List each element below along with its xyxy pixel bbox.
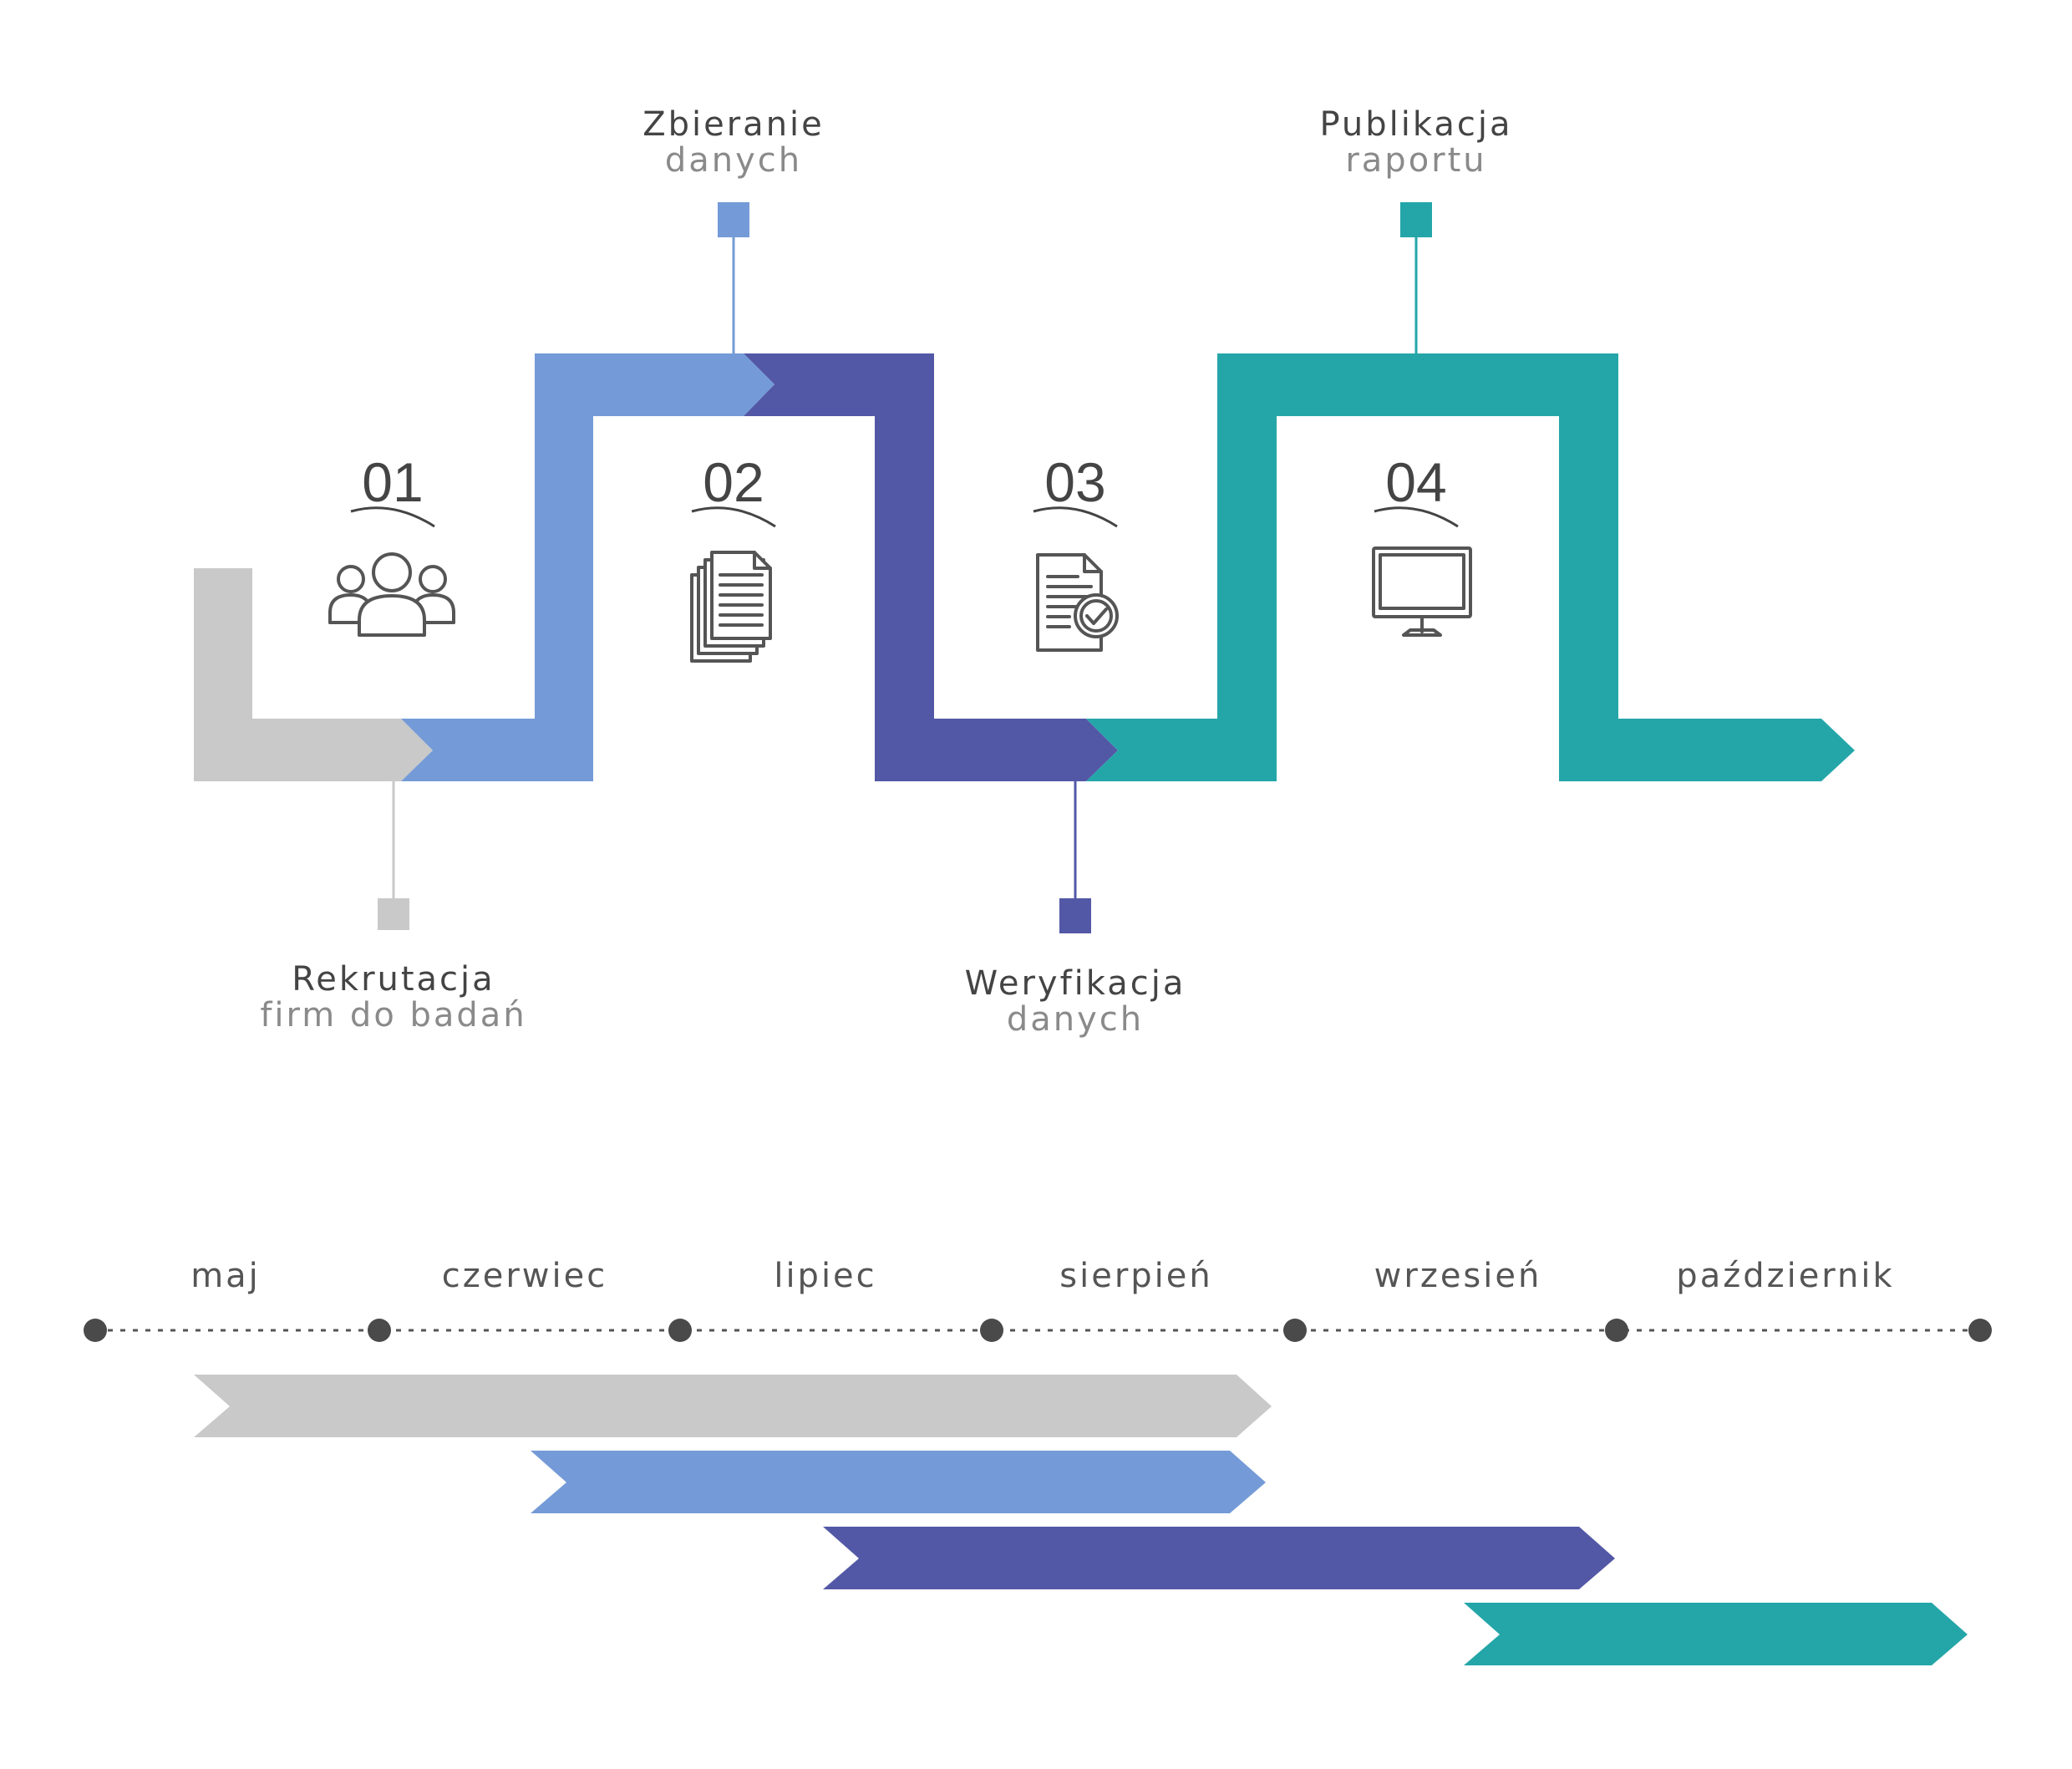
step-1-subtitle: firm do badań bbox=[260, 996, 526, 1034]
gantt-bar-rekrutacja bbox=[194, 1375, 1272, 1437]
gantt-bar-weryfikacja bbox=[823, 1527, 1615, 1589]
people-icon bbox=[328, 552, 455, 637]
step-1-arc bbox=[350, 506, 435, 528]
timeline-dot bbox=[1283, 1319, 1307, 1342]
document-check-icon bbox=[1036, 553, 1119, 652]
step-3-arc bbox=[1033, 506, 1118, 528]
month-label: czerwiec bbox=[442, 1257, 607, 1295]
gantt-bar-publikacja bbox=[1464, 1603, 1968, 1665]
step-1-title: Rekrutacja bbox=[292, 960, 495, 999]
monitor-icon bbox=[1372, 546, 1472, 637]
timeline-dot bbox=[84, 1319, 107, 1342]
step-2-arc bbox=[691, 506, 776, 528]
month-label: październik bbox=[1676, 1257, 1894, 1295]
month-label: sierpień bbox=[1059, 1257, 1212, 1295]
step-3-subtitle: danych bbox=[1007, 1000, 1144, 1039]
step-2-subtitle: danych bbox=[665, 141, 802, 180]
step-4-number: 04 bbox=[1385, 451, 1446, 513]
step-numbers: 01 02 03 04 bbox=[350, 451, 1459, 528]
month-label: lipiec bbox=[774, 1257, 876, 1295]
step-2-number: 02 bbox=[703, 451, 764, 513]
timeline-dot bbox=[368, 1319, 391, 1342]
marker-square-2 bbox=[718, 202, 749, 237]
step-4-title: Publikacja bbox=[1320, 105, 1513, 144]
step-3-number: 03 bbox=[1044, 451, 1105, 513]
step-4-arc bbox=[1374, 506, 1459, 528]
path-segment-gray bbox=[194, 568, 433, 781]
marker-square-3 bbox=[1059, 898, 1091, 933]
process-path bbox=[194, 353, 1855, 781]
path-segment-teal bbox=[1086, 353, 1855, 781]
timeline-dot bbox=[1605, 1319, 1628, 1342]
step-labels: Rekrutacja firm do badań Zbieranie danyc… bbox=[260, 105, 1513, 1039]
timeline-dot bbox=[668, 1319, 692, 1342]
step-1-number: 01 bbox=[362, 451, 423, 513]
gantt-bars bbox=[194, 1375, 1968, 1665]
gantt-bar-zbieranie bbox=[531, 1451, 1266, 1513]
step-markers bbox=[378, 202, 1432, 933]
month-label: maj bbox=[190, 1257, 261, 1295]
timeline-dot bbox=[980, 1319, 1003, 1342]
path-segment-light-blue bbox=[401, 353, 774, 781]
month-label: wrzesień bbox=[1374, 1257, 1542, 1295]
marker-square-4 bbox=[1400, 202, 1432, 237]
step-3-title: Weryfikacja bbox=[965, 964, 1186, 1003]
step-4-subtitle: raportu bbox=[1345, 141, 1486, 180]
marker-square-1 bbox=[378, 898, 409, 930]
documents-icon bbox=[690, 551, 772, 663]
timeline-dot bbox=[1968, 1319, 1992, 1342]
timeline: maj czerwiec lipiec sierpień wrzesień pa… bbox=[84, 1257, 1992, 1342]
path-segment-indigo bbox=[744, 353, 1118, 781]
step-2-title: Zbieranie bbox=[642, 105, 825, 144]
